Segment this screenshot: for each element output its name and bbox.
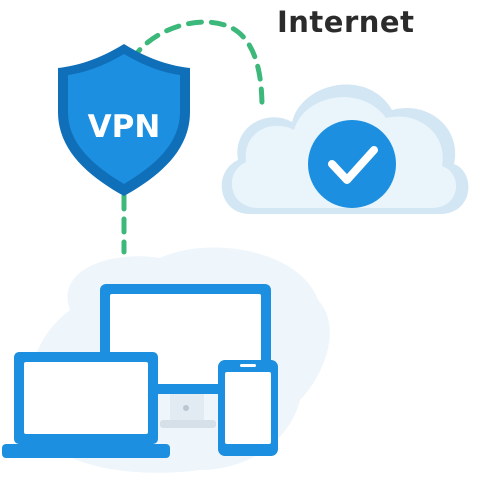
- laptop-icon: [2, 352, 170, 458]
- internet-label: Internet: [277, 5, 415, 39]
- shield-icon: VPN: [58, 44, 190, 196]
- connector-shield-cloud: [129, 19, 265, 111]
- checkmark-icon: [308, 120, 396, 208]
- smartphone-icon: [218, 360, 278, 456]
- vpn-label: VPN: [88, 109, 161, 145]
